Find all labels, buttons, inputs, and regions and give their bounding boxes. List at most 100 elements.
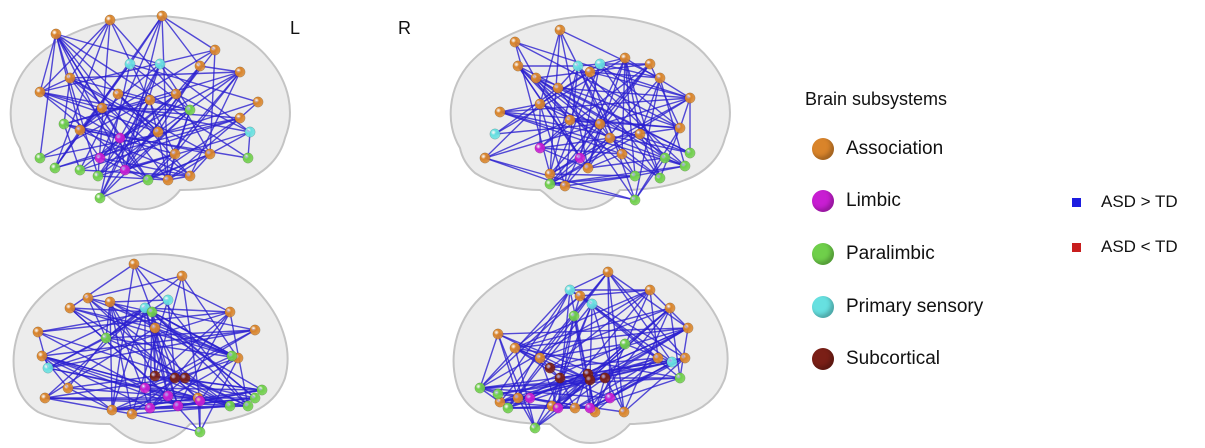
network-edge [69, 263, 135, 309]
network-edge [599, 63, 666, 159]
legend-edge-label: ASD > TD [1101, 192, 1178, 211]
network-edge [209, 49, 216, 155]
network-edge [479, 333, 499, 389]
network-edge [557, 87, 691, 154]
network-node [492, 388, 504, 400]
brain-view-left-lateral [9, 10, 291, 211]
legend-label: Primary sensory [846, 296, 984, 317]
network-edge [589, 71, 661, 79]
network-edge [599, 63, 681, 129]
network-edge [109, 19, 176, 155]
network-edge [105, 337, 249, 407]
network-node [34, 152, 46, 164]
network-edge [63, 123, 211, 155]
network-node [619, 338, 631, 350]
network-edge [589, 377, 681, 409]
network-node [94, 192, 106, 204]
network-edge [551, 315, 575, 407]
network-edge [111, 307, 146, 411]
network-node [224, 306, 236, 318]
legend-item-subcortical: Subcortical [812, 344, 940, 374]
paralimbic-dot-icon [812, 243, 834, 265]
network-edge [517, 397, 536, 429]
brain-view-left-medial [12, 252, 289, 444]
network-node [582, 162, 594, 174]
network-edge [594, 377, 606, 413]
network-node [204, 148, 216, 160]
network-edge [37, 331, 179, 407]
network-edge [539, 103, 566, 187]
network-edge [99, 15, 163, 159]
network-edge [37, 311, 153, 333]
network-edge [154, 311, 231, 377]
network-node [234, 112, 246, 124]
network-node [42, 362, 54, 374]
blue-square-icon [1072, 197, 1081, 207]
network-edge [497, 333, 519, 399]
network-node [524, 392, 536, 404]
network-edge [634, 77, 661, 201]
network-node [652, 352, 664, 364]
network-edge [159, 63, 191, 111]
network-node [674, 372, 686, 384]
network-edge [39, 77, 71, 93]
right-hemisphere-label: R [398, 18, 411, 38]
network-node [559, 180, 571, 192]
network-edge [99, 157, 191, 177]
network-node [544, 362, 556, 374]
association-dot-icon [812, 138, 834, 160]
network-edge [151, 311, 256, 399]
network-edge [161, 15, 216, 51]
network-node [512, 392, 524, 404]
network-edge [624, 57, 661, 179]
network-edge [87, 297, 107, 339]
brain-view-right-lateral [449, 14, 731, 211]
network-edge [184, 377, 249, 407]
network-edge [589, 303, 593, 381]
network-edge [557, 289, 571, 409]
network-node [554, 24, 566, 36]
network-edge [634, 127, 681, 201]
network-edge [47, 311, 153, 369]
network-edge [131, 413, 201, 433]
network-node [169, 372, 181, 384]
network-edge [63, 93, 177, 125]
network-edge [517, 65, 581, 159]
network-node [494, 106, 506, 118]
network-node [94, 152, 106, 164]
network-node [574, 152, 586, 164]
network-edge [587, 153, 623, 169]
network-node [96, 102, 108, 114]
network-edge [44, 397, 201, 402]
network-node [552, 402, 564, 414]
network-node [654, 172, 666, 184]
network-edge [534, 377, 606, 429]
network-node [194, 426, 206, 438]
network-node [509, 36, 521, 48]
network-node [618, 406, 630, 418]
network-edge [557, 307, 671, 409]
legend-edge-asd-greater: ASD > TD [1072, 188, 1178, 216]
network-node [529, 422, 541, 434]
network-node [479, 152, 491, 164]
network-edge [119, 137, 126, 171]
network-node [572, 60, 584, 72]
network-edge [161, 15, 169, 181]
network-edge [69, 77, 211, 155]
network-edge [564, 77, 661, 187]
network-node [36, 350, 48, 362]
network-edge [591, 303, 625, 413]
network-edge [607, 271, 673, 363]
network-edge [479, 373, 589, 389]
network-node [604, 132, 616, 144]
network-edge [579, 97, 691, 159]
network-node [629, 194, 641, 206]
network-node [584, 402, 596, 414]
network-edge [494, 123, 601, 135]
network-node [126, 408, 138, 420]
network-edge [514, 347, 561, 379]
network-edge [209, 131, 251, 155]
network-edge [149, 311, 231, 409]
network-edge [63, 123, 81, 171]
network-edge [55, 33, 159, 133]
